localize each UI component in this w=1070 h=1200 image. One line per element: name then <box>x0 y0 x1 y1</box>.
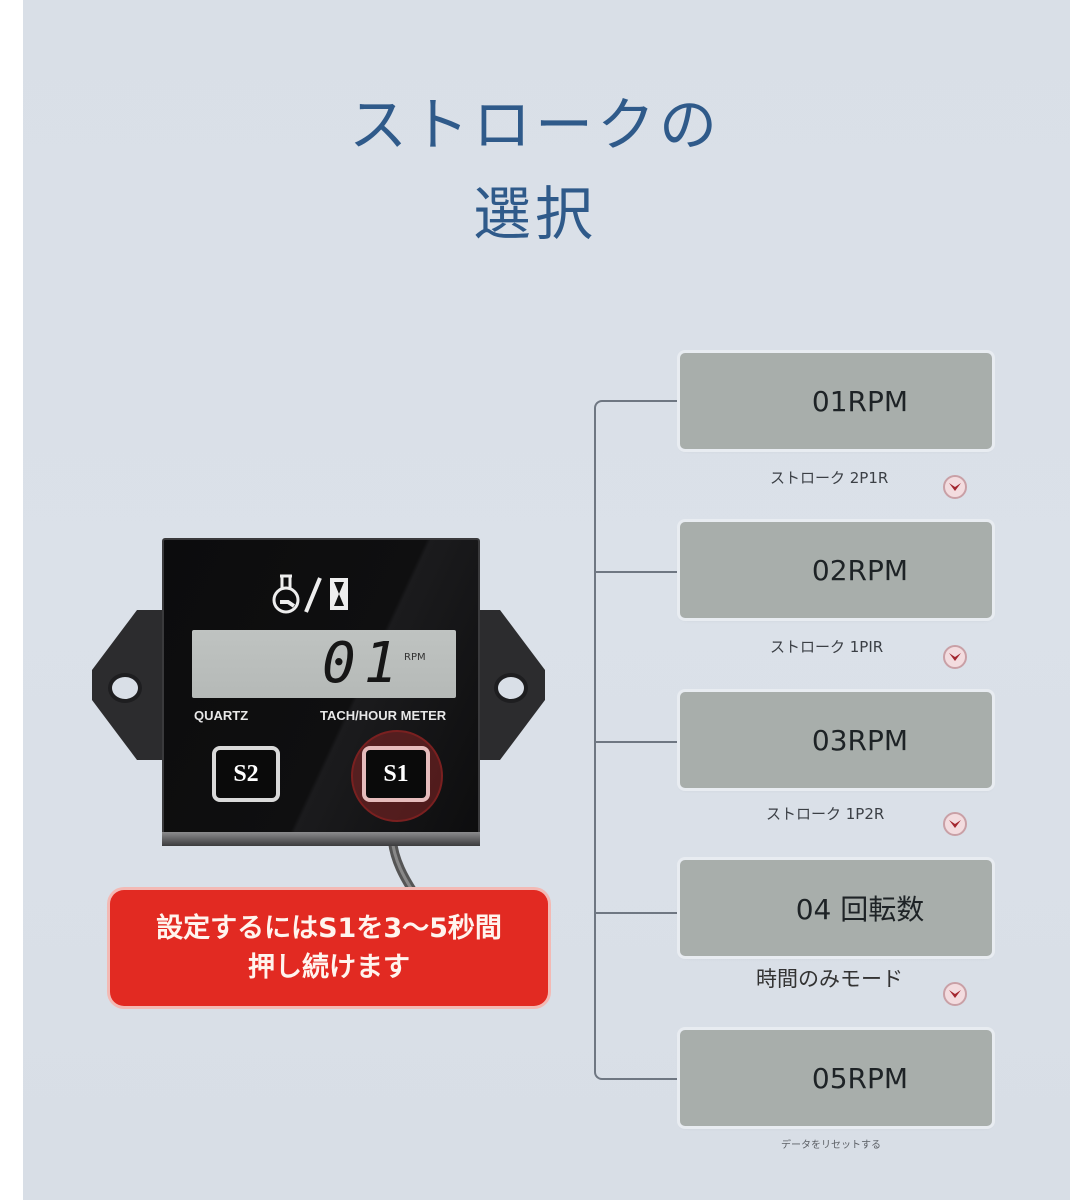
instruction-line2: 押し続けます <box>248 952 410 983</box>
cable <box>388 838 421 898</box>
lcd-unit: RPM <box>404 652 426 663</box>
option-caption: 時間のみモード <box>756 967 903 991</box>
s2-button[interactable]: S2 <box>212 746 280 802</box>
option-02rpm: 02RPM <box>680 522 992 618</box>
option-code: 01RPM <box>811 384 909 418</box>
device-bottom-edge <box>162 832 480 846</box>
model-label: TACH/HOUR METER <box>320 708 447 723</box>
chevron-down-icon <box>943 982 967 1006</box>
instruction-line1: 設定するにはS1を3〜5秒間 <box>156 912 502 944</box>
engine-oil-icon <box>272 574 300 614</box>
lcd-display: 01 RPM <box>192 630 456 698</box>
brand-label: QUARTZ <box>194 708 249 723</box>
option-caption: データをリセットする <box>781 1140 881 1151</box>
device-icons <box>268 572 368 616</box>
option-01rpm: 01RPM <box>680 353 992 449</box>
option-caption: ストローク 1PIR <box>770 638 884 656</box>
connector-tick <box>596 741 680 743</box>
lcd-value: 01 <box>322 631 406 696</box>
option-03rpm: 03RPM <box>680 692 992 788</box>
chevron-down-icon <box>943 812 967 836</box>
page-title-line1: ストロークの <box>348 91 721 159</box>
connector-tick <box>596 912 680 914</box>
option-code: 04 回転数 <box>795 893 925 926</box>
option-caption: ストローク 1P2R <box>766 805 885 823</box>
connector-tick <box>596 571 680 573</box>
option-code: 02RPM <box>811 553 909 587</box>
mount-hole-right <box>494 673 528 703</box>
option-code: 05RPM <box>811 1061 909 1095</box>
mount-hole-left <box>108 673 142 703</box>
option-04-rotation: 04 回転数 <box>680 860 992 956</box>
chevron-down-icon <box>943 475 967 499</box>
hourglass-icon <box>330 578 348 610</box>
option-code: 03RPM <box>811 723 909 757</box>
option-caption: ストローク 2P1R <box>770 469 889 487</box>
connector-bracket <box>594 400 680 1080</box>
page-title-line2: 選択 <box>472 180 597 248</box>
slash-separator <box>304 577 322 613</box>
option-05rpm: 05RPM <box>680 1030 992 1126</box>
instruction-banner: 設定するにはS1を3〜5秒間 押し続けます <box>110 890 548 1006</box>
chevron-down-icon <box>943 645 967 669</box>
s1-button[interactable]: S1 <box>362 746 430 802</box>
